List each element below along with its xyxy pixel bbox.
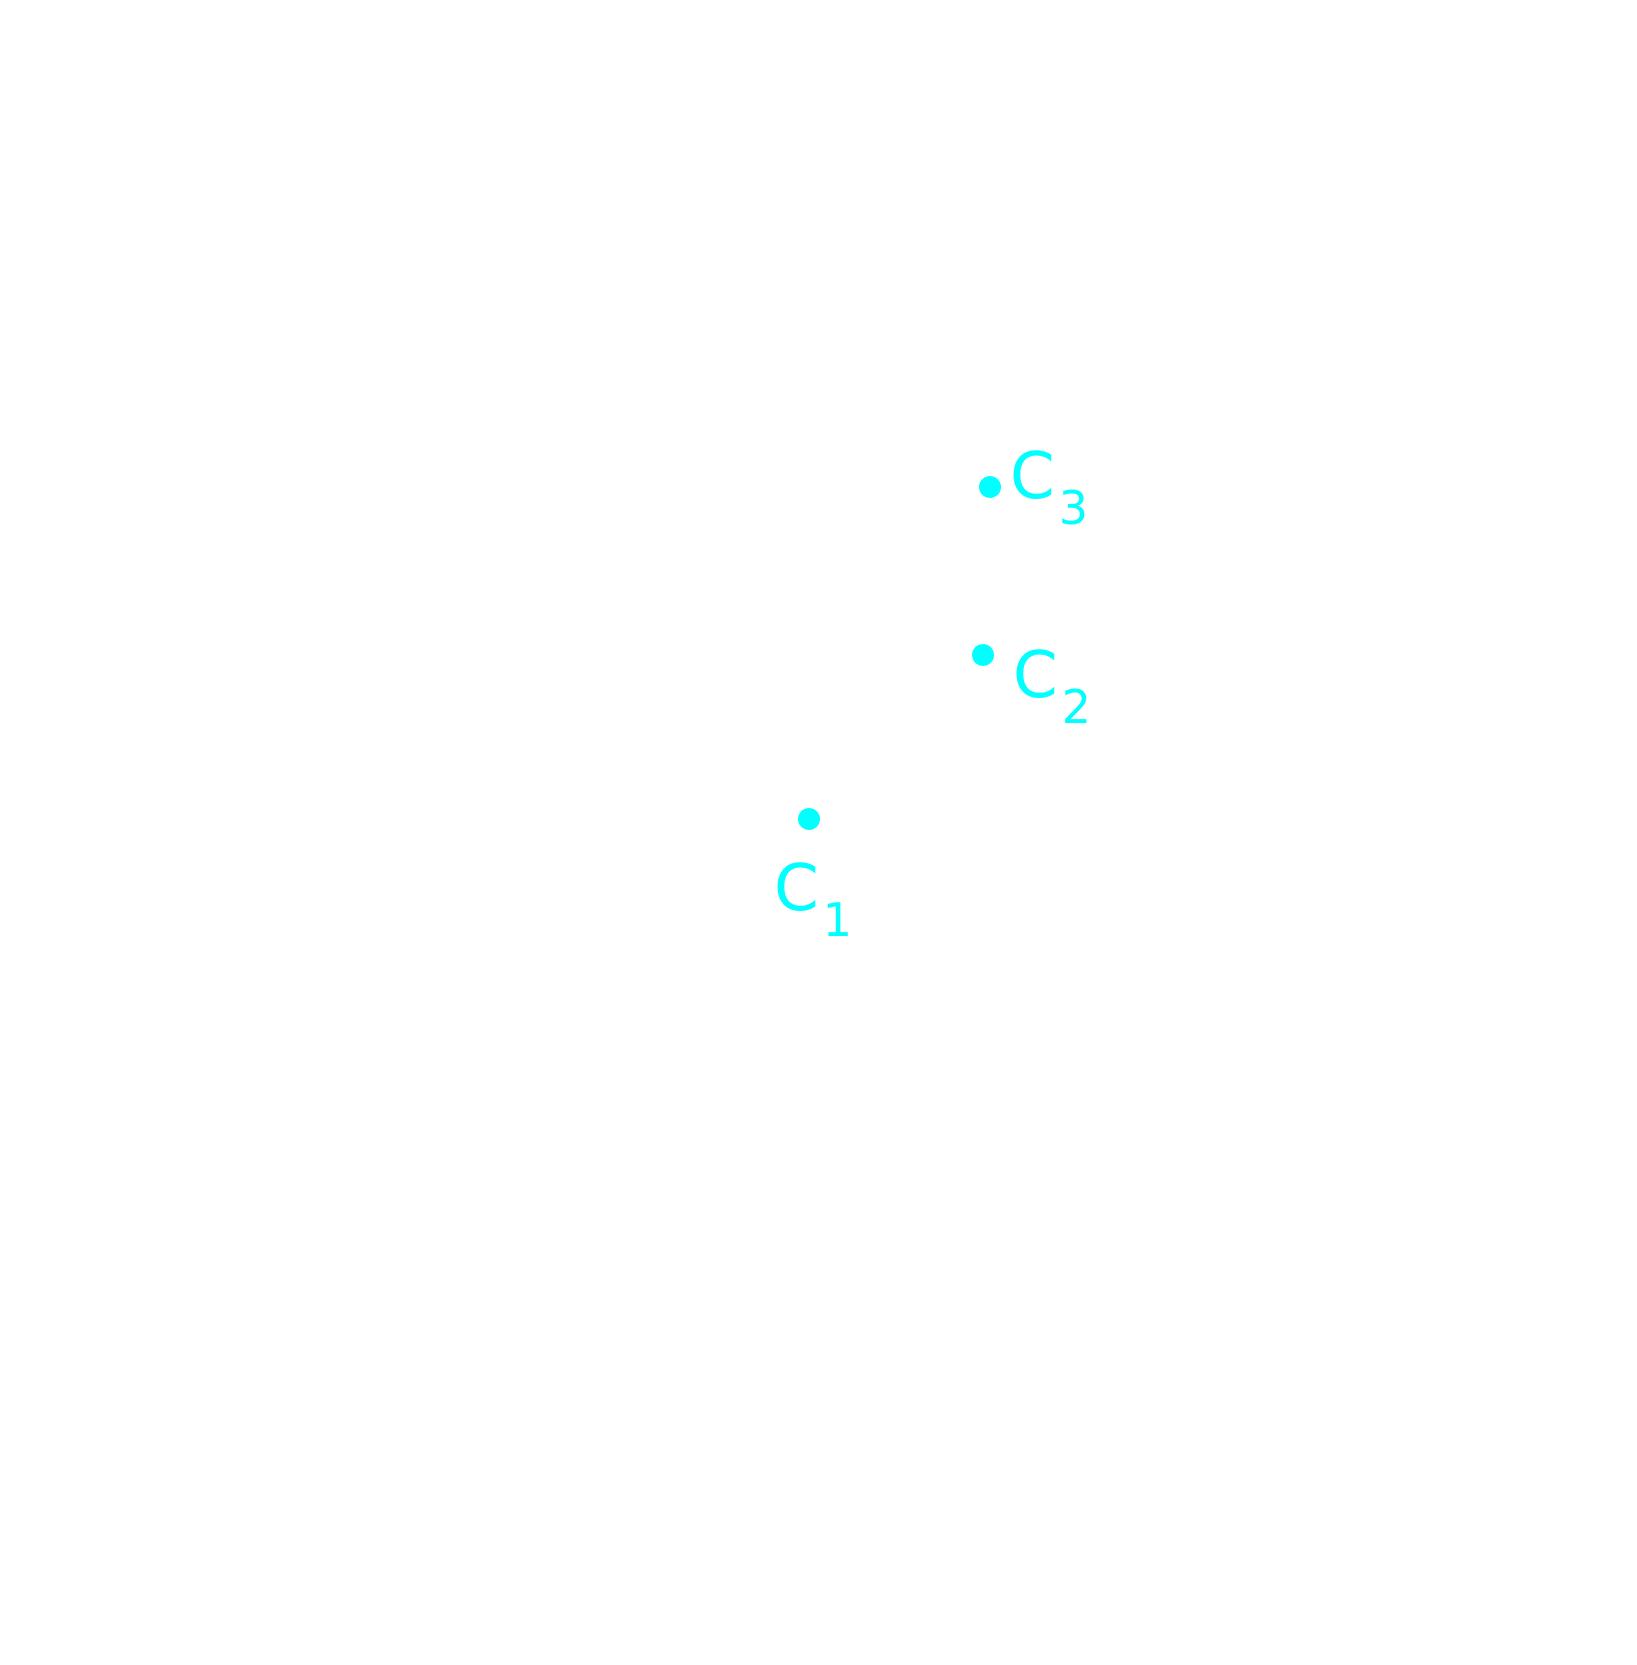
point-c1: C1 (774, 808, 852, 947)
point-c3: C3 (979, 440, 1088, 535)
point-c2-letter: C (1013, 639, 1058, 713)
point-c3-letter: C (1010, 440, 1055, 514)
point-c3-subscript: 3 (1059, 481, 1088, 535)
point-c2-subscript: 2 (1062, 680, 1091, 734)
point-c3-label: C3 (1010, 440, 1088, 535)
point-c2: C2 (972, 639, 1091, 734)
point-c2-label: C2 (1013, 639, 1091, 734)
point-c1-label: C1 (774, 852, 852, 947)
point-c1-letter: C (774, 852, 819, 926)
point-c1-marker (798, 808, 820, 830)
point-c1-subscript: 1 (823, 893, 852, 947)
point-c3-marker (979, 476, 1001, 498)
point-c2-marker (972, 644, 994, 666)
